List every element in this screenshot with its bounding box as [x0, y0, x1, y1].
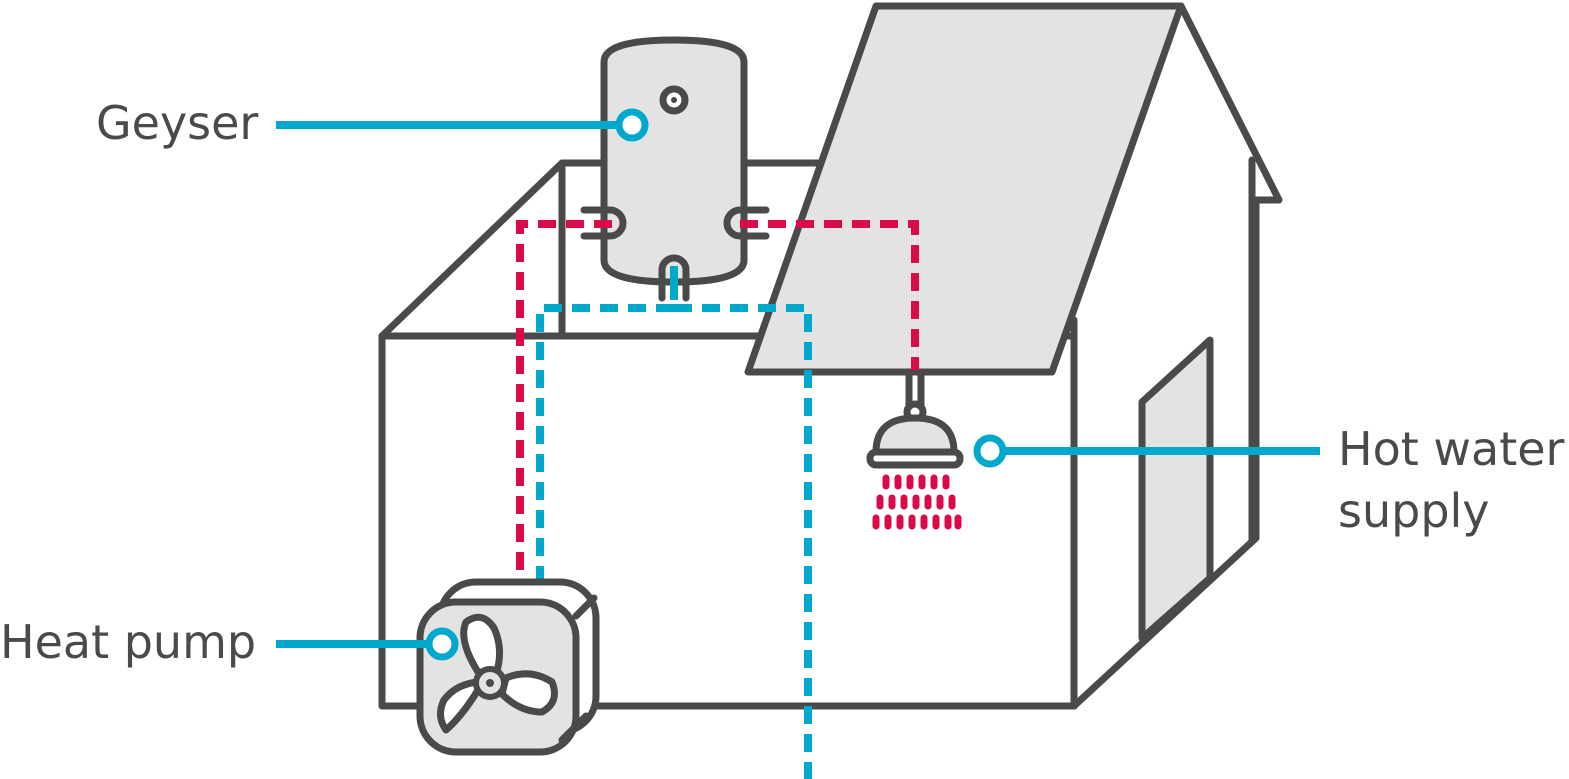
hot-water-supply-label-line2: supply: [1338, 484, 1490, 538]
geyser-body: [600, 36, 748, 286]
hot-pipe-to-shower: [740, 220, 919, 370]
callout-geyser: [276, 108, 649, 142]
fan-unit-icon: [416, 578, 600, 756]
geyser-dial-dot: [671, 97, 677, 103]
callout-hot-water-supply: [973, 434, 1320, 468]
fan-blade-right: [498, 670, 558, 716]
shower-head-icon: [866, 372, 964, 530]
hot-pipe-to-heat-pump: [516, 220, 612, 595]
house-side-door: [1138, 336, 1214, 642]
geyser-label: Geyser: [96, 96, 259, 150]
heat-pump-label: Heat pump: [0, 615, 257, 669]
cold-pipe-mains: [674, 304, 812, 779]
fan-blade-top: [460, 613, 503, 678]
hot-water-supply-label: Hot water supply: [1338, 418, 1564, 542]
house-roof: [744, 2, 1185, 376]
cold-pipe-to-heat-pump: [536, 304, 674, 595]
geyser-left-nozzle: [580, 206, 627, 240]
fan-blade-left: [437, 678, 482, 734]
geyser-right-nozzle: [723, 206, 770, 240]
shower-water-drops: [872, 474, 962, 530]
geyser-bottom-nozzle: [658, 254, 690, 302]
hot-water-supply-label-line1: Hot water: [1338, 422, 1565, 476]
hot-water-pipes: [516, 220, 919, 595]
callout-heat-pump: [276, 627, 459, 661]
geyser-tank-icon: [580, 36, 770, 302]
cold-water-pipes: [536, 266, 812, 779]
